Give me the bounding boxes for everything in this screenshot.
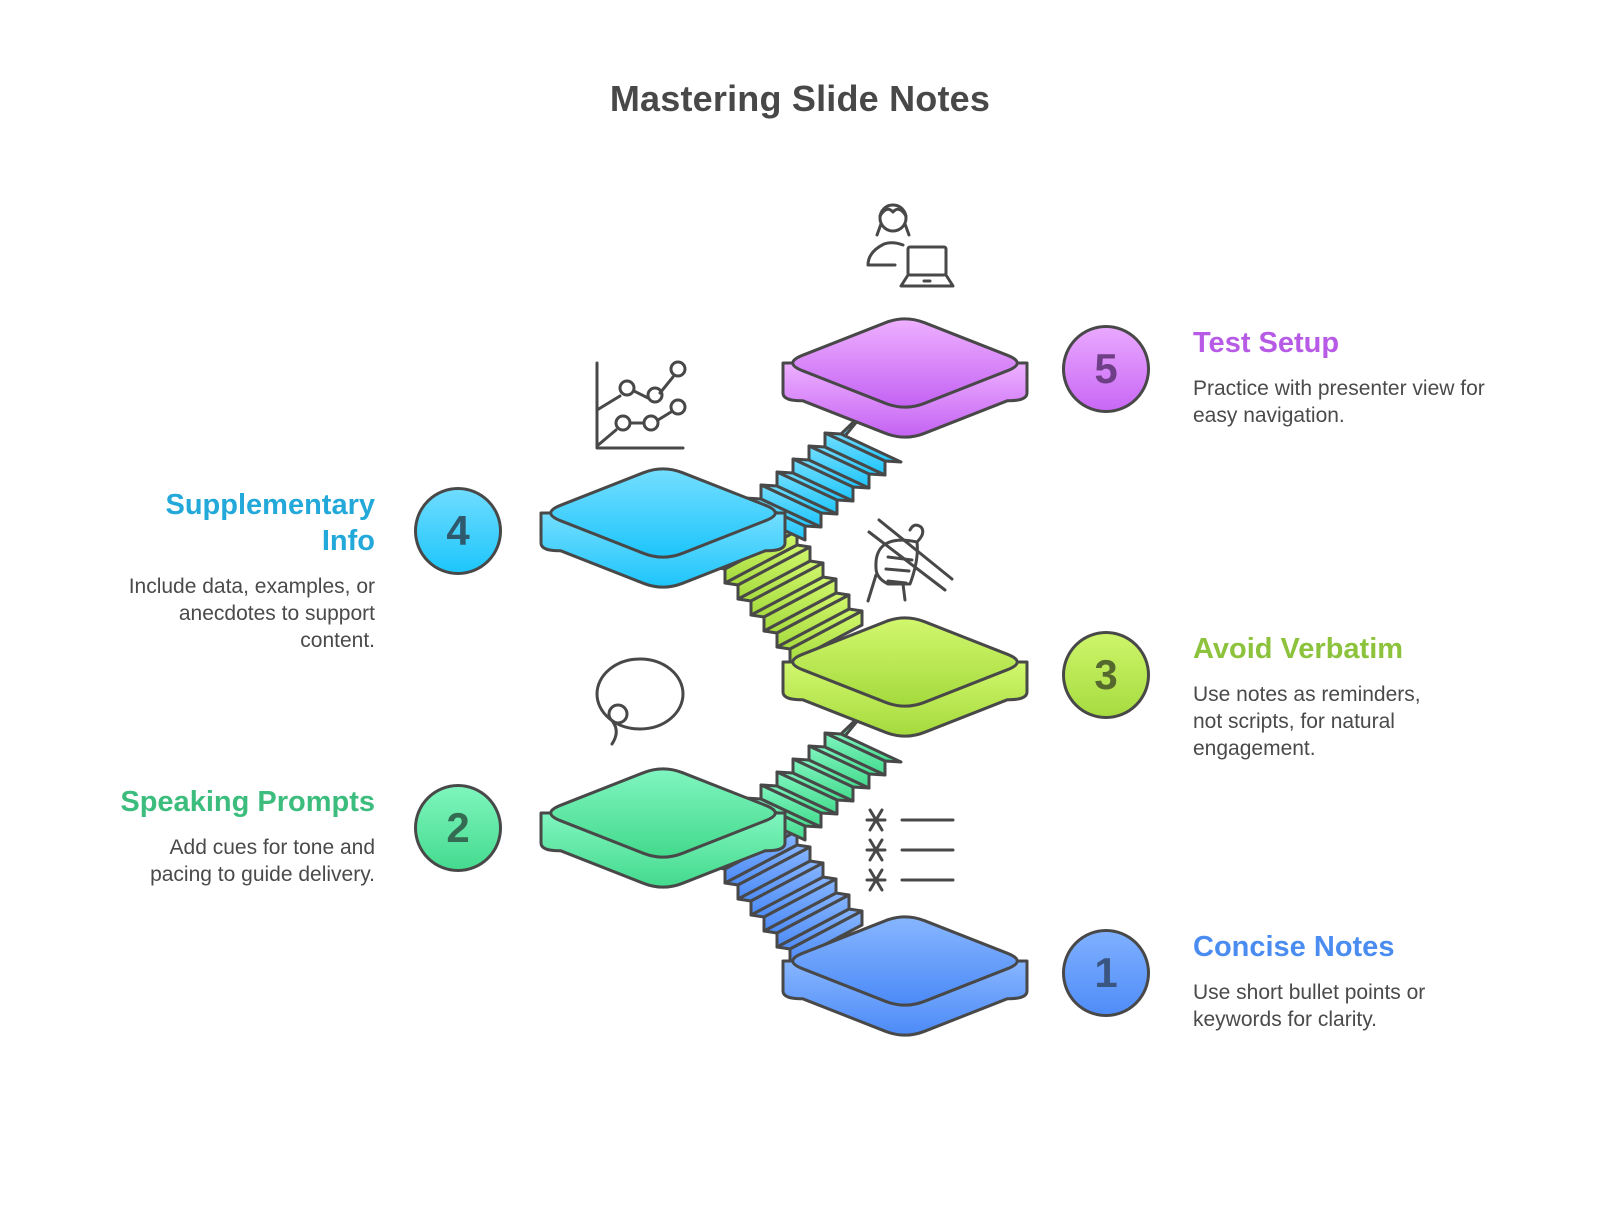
diagram-title: Mastering Slide Notes: [609, 78, 991, 119]
step-4-text: Supplementary Info Include data, example…: [95, 487, 375, 654]
stair-riser: [749, 561, 825, 617]
platform-step-1: [781, 915, 1029, 1037]
step-description: Practice with presenter view for easy na…: [1193, 377, 1485, 427]
stair-riser: [807, 444, 871, 490]
step-number: 3: [1094, 651, 1118, 698]
platform-top: [549, 767, 777, 859]
step-description: Include data, examples, or anecdotes to …: [128, 575, 375, 652]
stair-riser: [791, 757, 855, 803]
step-heading: Test Setup: [1193, 327, 1340, 359]
step-2-text: Speaking Prompts Add cues for tone and p…: [95, 784, 375, 888]
stair-riser: [749, 861, 825, 917]
platform-top: [791, 616, 1019, 708]
stair-riser: [736, 545, 812, 601]
stair-riser: [775, 770, 839, 816]
step-3-number-badge: 3: [1062, 631, 1150, 719]
presenter-laptop-icon: [866, 203, 955, 288]
step-1-number-badge: 1: [1062, 929, 1150, 1017]
step-number: 1: [1094, 949, 1118, 996]
step-number: 4: [446, 507, 470, 554]
stair-riser: [791, 457, 855, 503]
step-heading: Supplementary Info: [165, 489, 376, 557]
step-4-number-badge: 4: [414, 487, 502, 575]
staircase-1-2: [710, 827, 864, 965]
stair-riser: [759, 783, 823, 829]
platform-step-5: [781, 317, 1029, 439]
hand-chopsticks-icon: [866, 518, 954, 603]
step-1-text: Concise Notes Use short bullet points or…: [1193, 929, 1463, 1033]
step-5-text: Test Setup Practice with presenter view …: [1193, 325, 1493, 429]
step-5-number-badge: 5: [1062, 325, 1150, 413]
step-2-number-badge: 2: [414, 784, 502, 872]
platform-step-4: [539, 467, 787, 589]
stair-riser: [775, 470, 839, 516]
step-heading: Concise Notes: [1193, 931, 1395, 963]
platform-top: [791, 317, 1019, 409]
step-3-text: Avoid Verbatim Use notes as reminders, n…: [1193, 631, 1453, 762]
stair-riser: [762, 577, 838, 633]
platform-step-3: [781, 616, 1029, 738]
step-number: 5: [1094, 345, 1118, 392]
step-heading: Avoid Verbatim: [1193, 633, 1404, 665]
stair-riser: [807, 744, 871, 790]
stair-riser: [736, 845, 812, 901]
platform-top: [549, 467, 777, 559]
speech-bubble-icon: [595, 657, 685, 746]
step-description: Use short bullet points or keywords for …: [1193, 981, 1426, 1031]
platform-step-2: [539, 767, 787, 889]
step-number: 2: [446, 804, 470, 851]
stair-riser: [775, 593, 851, 649]
stair-riser: [823, 431, 887, 477]
step-heading: Speaking Prompts: [120, 786, 375, 818]
bullet-list-icon: [865, 808, 955, 892]
line-chart-icon: [595, 360, 687, 450]
step-description: Use notes as reminders, not scripts, for…: [1193, 683, 1421, 760]
stair-riser: [775, 893, 851, 949]
platform-top: [791, 915, 1019, 1007]
stair-riser: [759, 483, 823, 529]
stair-riser: [762, 877, 838, 933]
stair-riser: [823, 731, 887, 777]
step-description: Add cues for tone and pacing to guide de…: [150, 836, 375, 886]
